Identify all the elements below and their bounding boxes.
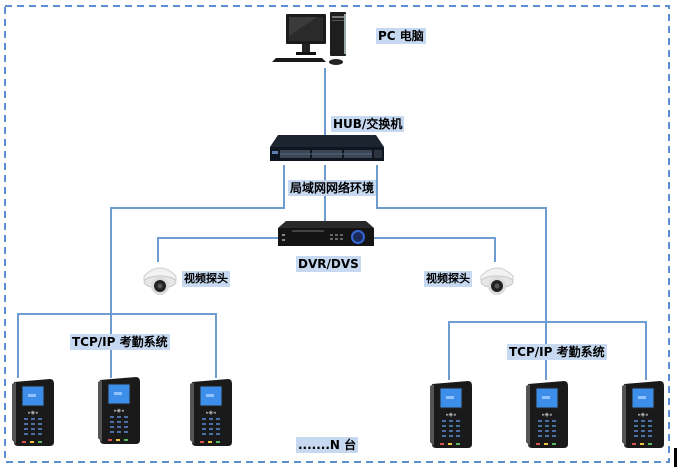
dome-camera-icon [480, 267, 514, 295]
dashed-border [4, 5, 670, 463]
svg-text:▸◉◂: ▸◉◂ [206, 410, 216, 416]
attendance-terminal-icon: ▸◉◂ [12, 379, 54, 446]
svg-text:▸◉◂: ▸◉◂ [542, 412, 552, 418]
svg-text:▸◉◂: ▸◉◂ [114, 408, 124, 414]
line-hub-left [110, 165, 285, 312]
line-group-right-bus [448, 321, 647, 380]
dvr-label: DVR/DVS [296, 256, 361, 272]
attendance-terminal-icon: ▸◉◂ [98, 377, 140, 444]
line-hub-right [376, 165, 547, 322]
camera-right-label: 视频探头 [424, 271, 472, 287]
pc-label: PC 电脑 [376, 28, 426, 44]
desktop-computer-icon [272, 12, 346, 65]
dome-camera-icon [143, 267, 177, 295]
network-switch-icon [270, 135, 384, 161]
lan-label: 局域网网络环境 [288, 180, 377, 196]
group-right-label: TCP/IP 考勤系统 [507, 344, 607, 360]
camera-left-label: 视频探头 [182, 271, 230, 287]
more-devices-label: .......N 台 [296, 437, 359, 453]
svg-text:▸◉◂: ▸◉◂ [446, 412, 456, 418]
attendance-terminal-icon: ▸◉◂ [430, 381, 472, 448]
svg-text:▸◉◂: ▸◉◂ [28, 410, 38, 416]
attendance-terminal-icon: ▸◉◂ [526, 381, 568, 448]
group-left-label: TCP/IP 考勤系统 [70, 334, 170, 350]
line-group-left-bus [17, 313, 217, 378]
dvr-recorder-icon [278, 221, 374, 246]
line-dvr-cam-right [372, 237, 496, 262]
page-edge-marker [674, 448, 677, 467]
hub-label: HUB/交换机 [331, 116, 405, 132]
attendance-terminal-icon: ▸◉◂ [622, 381, 664, 448]
attendance-terminal-icon: ▸◉◂ [190, 379, 232, 446]
svg-text:▸◉◂: ▸◉◂ [638, 412, 648, 418]
line-dvr-cam-left [157, 237, 281, 262]
